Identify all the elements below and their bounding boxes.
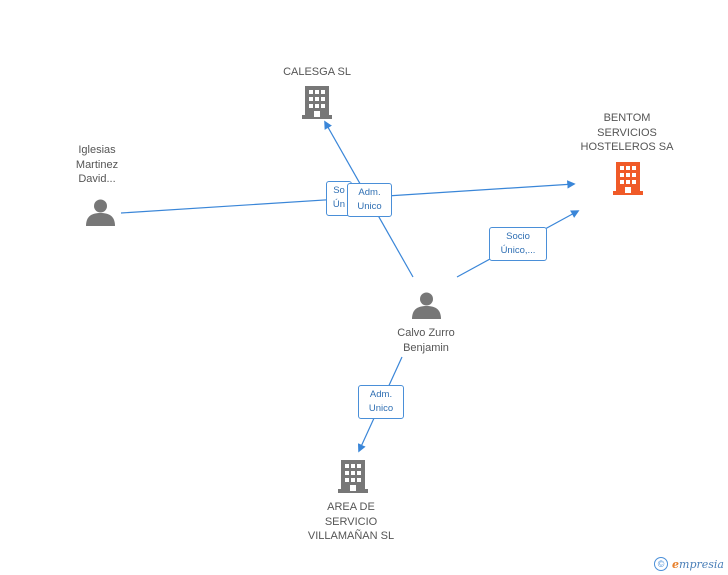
- calesga-name: CALESGA SL: [283, 66, 351, 78]
- iglesias-line-1: Iglesias: [78, 144, 116, 156]
- calvo-line-2: Benjamin: [403, 341, 449, 354]
- badge-line-2: Unico: [368, 403, 394, 414]
- iglesias-line-3: David...: [78, 173, 116, 185]
- edge-badge-calvo-calesga[interactable]: Adm. Unico: [347, 183, 392, 217]
- node-label-iglesias[interactable]: Iglesias Martinez David...: [52, 143, 142, 187]
- node-label-area[interactable]: AREA DE SERVICIO VILLAMAÑAN SL: [291, 500, 411, 544]
- node-label-calesga[interactable]: CALESGA SL: [262, 65, 372, 80]
- area-line-1: AREA DE: [327, 501, 375, 513]
- badge-line-2: Único,...: [500, 245, 536, 256]
- bentom-line-3: HOSTELEROS SA: [580, 141, 674, 153]
- badge-line-2: Ún: [332, 199, 346, 210]
- edge-badge-calvo-area[interactable]: Adm. Unico: [358, 385, 404, 419]
- building-icon[interactable]: [338, 460, 368, 493]
- brand-logo: empresia: [672, 558, 724, 571]
- person-icon[interactable]: [86, 199, 115, 226]
- calvo-line-1: Calvo Zurro: [397, 327, 455, 339]
- badge-line-1: Adm.: [369, 389, 393, 400]
- building-highlight-icon[interactable]: [613, 162, 643, 195]
- brand-name: mpresia: [679, 557, 724, 571]
- area-line-2: SERVICIO: [324, 515, 378, 528]
- badge-line-1: Adm.: [358, 187, 381, 198]
- bentom-line-1: BENTOM: [603, 112, 651, 124]
- badge-line-2: Unico: [357, 201, 382, 212]
- footer-brand[interactable]: © empresia: [654, 557, 724, 571]
- badge-line-1: So: [333, 185, 345, 196]
- building-icon[interactable]: [302, 86, 332, 119]
- edge-badge-calvo-bentom[interactable]: Socio Único,...: [489, 227, 547, 261]
- iglesias-line-2: Martinez: [75, 158, 119, 171]
- badge-line-1: Socio: [506, 231, 530, 242]
- area-line-3: VILLAMAÑAN SL: [307, 530, 395, 542]
- node-label-bentom[interactable]: BENTOM SERVICIOS HOSTELEROS SA: [562, 111, 692, 155]
- brand-initial: e: [672, 557, 680, 571]
- node-label-calvo[interactable]: Calvo Zurro Benjamin: [376, 326, 476, 355]
- person-icon[interactable]: [412, 292, 441, 319]
- copyright-icon: ©: [654, 557, 669, 571]
- bentom-line-2: SERVICIOS: [597, 126, 657, 139]
